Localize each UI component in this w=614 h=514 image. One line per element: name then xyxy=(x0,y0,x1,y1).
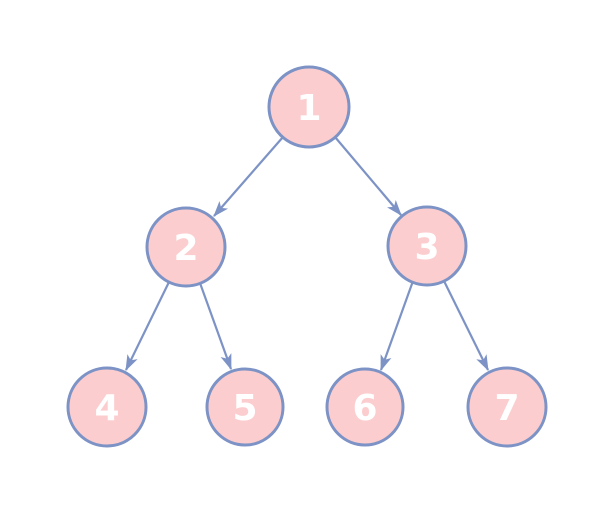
tree-nodes: 1 2 3 4 5 6 7 xyxy=(66,65,548,448)
edge-3-7 xyxy=(443,280,489,372)
node-3-circle xyxy=(386,205,468,287)
node-5-circle xyxy=(205,367,285,447)
tree-node-3: 3 xyxy=(386,205,468,287)
edge-1-3 xyxy=(334,136,402,216)
edge-3-6 xyxy=(379,280,415,372)
tree-node-6: 6 xyxy=(325,367,405,447)
edge-2-5 xyxy=(198,282,233,371)
node-6-label: 6 xyxy=(352,388,377,429)
tree-node-1: 1 xyxy=(267,65,351,149)
node-4-circle xyxy=(66,366,148,448)
node-7-circle xyxy=(466,366,548,448)
tree-node-2: 2 xyxy=(145,206,227,288)
node-5-label: 5 xyxy=(232,388,257,429)
edge-1-2 xyxy=(213,136,284,217)
node-2-label: 2 xyxy=(173,228,198,269)
tree-node-4: 4 xyxy=(66,366,148,448)
edge-2-4 xyxy=(125,281,170,372)
tree-node-5: 5 xyxy=(205,367,285,447)
node-6-circle xyxy=(325,367,405,447)
node-3-label: 3 xyxy=(414,227,439,268)
tree-node-7: 7 xyxy=(466,366,548,448)
node-7-label: 7 xyxy=(494,388,519,429)
node-2-circle xyxy=(145,206,227,288)
node-1-circle xyxy=(267,65,351,149)
node-1-label: 1 xyxy=(296,88,321,129)
tree-edges xyxy=(125,136,489,372)
node-4-label: 4 xyxy=(94,388,119,429)
